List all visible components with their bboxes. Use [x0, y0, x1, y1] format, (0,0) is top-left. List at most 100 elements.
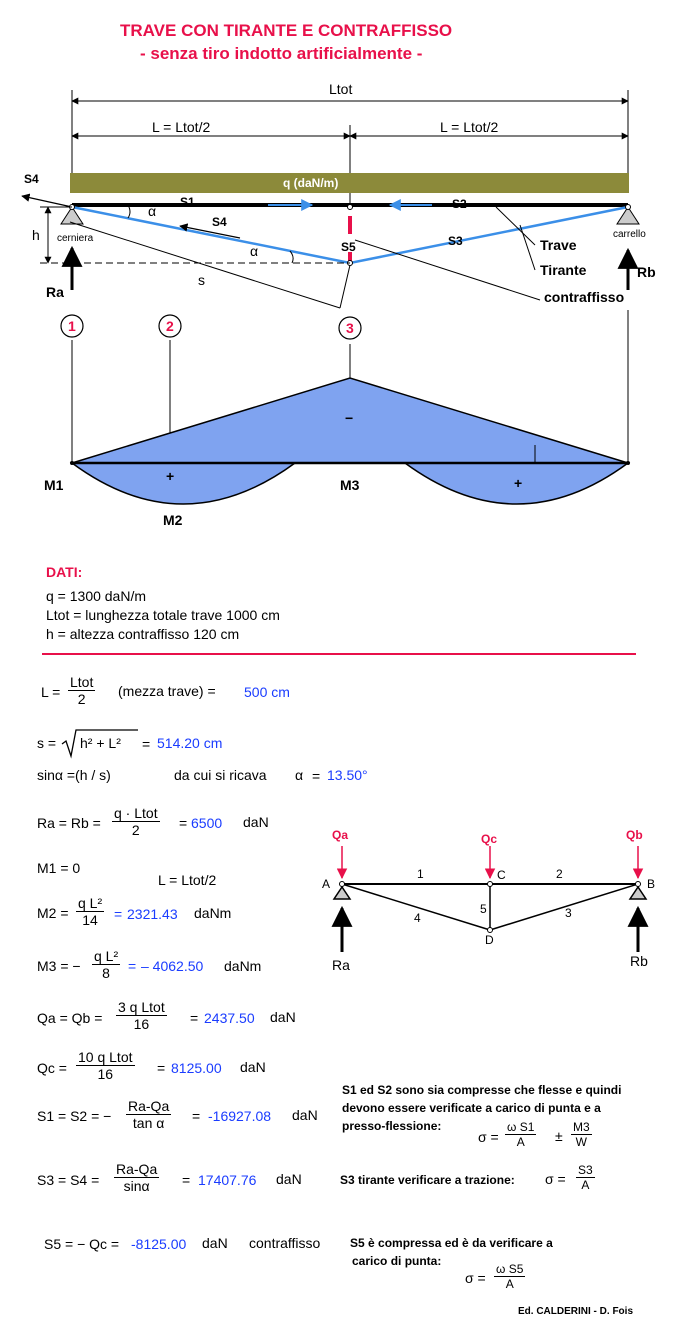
alpha1-label: α: [148, 203, 157, 219]
moment-diagram: [69, 377, 631, 505]
dimension-lines: [71, 90, 629, 210]
leader-lines: [354, 206, 541, 301]
formula-m3-numerator: q L²: [94, 948, 119, 964]
tirante-label: Tirante: [540, 262, 587, 278]
note-s1-fraction-1: ω S1 A: [505, 1120, 537, 1149]
formula-s5-value: -8125.00: [131, 1236, 187, 1252]
s2-label: S2: [452, 197, 467, 211]
formula-qa-denominator: 16: [116, 1015, 167, 1032]
truss-node-b: B: [647, 877, 656, 891]
note-s1-fraction-2-den: W: [571, 1134, 592, 1149]
formula-s-lhs: s =: [37, 735, 57, 751]
trave-label: Trave: [540, 237, 577, 253]
formula-m2-unit: daNm: [194, 905, 232, 921]
formula-ra-value: 6500: [191, 815, 223, 831]
note-s1-sigma: σ =: [478, 1129, 499, 1145]
truss-member-5: 5: [480, 902, 487, 916]
formula-qa-lhs: Qa = Qb =: [37, 1010, 103, 1026]
formula-s-radicand: h² + L²: [80, 735, 121, 751]
note-s1-fraction-2: M3 W: [571, 1120, 592, 1149]
formula-s5-unit: daN: [202, 1235, 228, 1251]
note-s5-fraction: ω S5 A: [494, 1262, 526, 1291]
alpha2-label: α: [250, 243, 259, 259]
note-s1-fraction-1-num: ω S1: [507, 1120, 535, 1134]
formula-l-denominator: 2: [68, 690, 96, 707]
formula-m2-numerator: q L²: [78, 895, 103, 911]
note-s5-line1: S5 è compressa ed è da verificare a: [350, 1236, 553, 1250]
formula-l-note: (mezza trave) =: [118, 683, 216, 699]
note-s3-fraction: S3 A: [576, 1163, 595, 1192]
formula-ra-unit: daN: [243, 814, 269, 830]
l-left-label: L = Ltot/2: [152, 119, 211, 135]
formula-qa-fraction: 3 q Ltot 16: [116, 999, 167, 1032]
ra-label: Ra: [46, 284, 64, 300]
formula-s1-value: -16927.08: [208, 1108, 272, 1124]
formula-s3-unit: daN: [276, 1171, 302, 1187]
note-s1-fraction-1-den: A: [505, 1134, 537, 1149]
m2-label: M2: [163, 512, 183, 528]
moment-minus-sign: −: [345, 410, 354, 426]
formula-ra-numerator: q · Ltot: [114, 805, 158, 821]
section-3-label: 3: [346, 320, 354, 336]
m3-label: M3: [340, 477, 360, 493]
formula-sin-lhs: sinα =(h / s): [37, 767, 111, 783]
title-line1: TRAVE CON TIRANTE E CONTRAFFISSO: [120, 21, 453, 40]
formula-s5-note: contraffisso: [249, 1235, 321, 1251]
truss-node-d: D: [485, 933, 494, 947]
formula-sin-value: 13.50°: [327, 767, 368, 783]
note-s1-line2: devono essere verificate a carico di pun…: [342, 1101, 601, 1115]
dati-q: q = 1300 daN/m: [46, 588, 147, 604]
formula-m1: M1 = 0: [37, 860, 81, 876]
formula-qc-unit: daN: [240, 1059, 266, 1075]
load-bar: [70, 173, 629, 193]
formula-qc-numerator: 10 q Ltot: [78, 1049, 133, 1065]
formula-s-eq: =: [142, 736, 151, 752]
formula-sin-note: da cui si ricava: [174, 767, 267, 783]
formula-s1-fraction: Ra-Qa tan α: [126, 1098, 172, 1131]
formula-s3-numerator: Ra-Qa: [116, 1161, 158, 1177]
s-label: s: [198, 272, 205, 288]
hinge-support: [60, 204, 84, 225]
s4-external-label: S4: [24, 172, 39, 186]
rb-label: Rb: [637, 264, 656, 280]
note-s3-fraction-den: A: [576, 1177, 595, 1192]
formula-s3-lhs: S3 = S4 =: [37, 1172, 100, 1188]
truss-member-4: 4: [414, 911, 421, 925]
formula-s5-lhs: S5 = − Qc =: [44, 1236, 120, 1252]
formula-qa-eq: =: [190, 1010, 199, 1026]
formula-qa-unit: daN: [270, 1009, 296, 1025]
formula-m3-value: – 4062.50: [141, 958, 204, 974]
formula-ra-fraction: q · Ltot 2: [112, 805, 160, 838]
truss-diagram: [331, 846, 649, 952]
s5-label: S5: [341, 240, 356, 254]
truss-node-a: A: [322, 877, 331, 891]
formula-s1-denominator: tan α: [126, 1114, 172, 1131]
formula-m2-fraction: q L² 14: [76, 895, 105, 928]
dati-ltot: Ltot = lunghezza totale trave 1000 cm: [46, 607, 280, 623]
s4-label: S4: [212, 215, 227, 229]
l-right-label: L = Ltot/2: [440, 119, 499, 135]
carrello-label: carrello: [613, 229, 646, 240]
section-1-label: 1: [68, 318, 76, 334]
formula-s3-fraction: Ra-Qa sinα: [114, 1161, 160, 1194]
formula-m2-lhs: M2 =: [37, 905, 69, 921]
formula-l-value: 500 cm: [244, 684, 290, 700]
cerniera-label: cerniera: [57, 233, 94, 244]
formula-ra-denominator: 2: [112, 821, 160, 838]
section-2-label: 2: [166, 318, 174, 334]
note-s5-fraction-den: A: [494, 1276, 526, 1291]
note-s3: S3 tirante verificare a trazione:: [340, 1173, 515, 1187]
contraffisso-label: contraffisso: [544, 289, 625, 305]
truss-qa-label: Qa: [332, 828, 349, 842]
formula-m2-eq: =: [114, 906, 123, 922]
truss-member-1: 1: [417, 867, 424, 881]
formula-l-fraction: Ltot 2: [68, 674, 96, 707]
formula-qc-lhs: Qc =: [37, 1060, 67, 1076]
title-line2: - senza tiro indotto artificialmente -: [140, 44, 423, 63]
formula-sin-alpha: α: [295, 767, 304, 783]
formula-ra-lhs: Ra = Rb =: [37, 815, 101, 831]
formula-l-lhs: L =: [41, 684, 61, 700]
sqrt-sign: [61, 729, 138, 759]
formula-s3-eq: =: [182, 1172, 191, 1188]
truss-member-2: 2: [556, 867, 563, 881]
